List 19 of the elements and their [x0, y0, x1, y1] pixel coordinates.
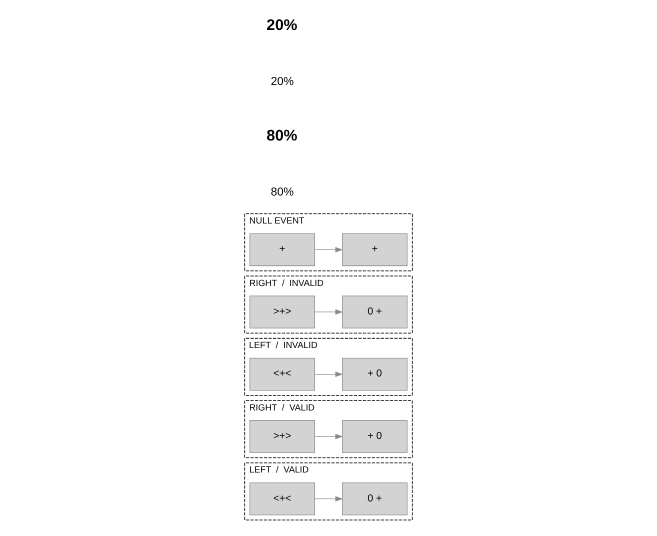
arrow — [314, 247, 344, 252]
arrow — [314, 309, 344, 315]
label: 80% — [270, 186, 294, 198]
node-box: + 0 — [342, 420, 408, 453]
node-box: + — [250, 233, 316, 266]
label: 20% — [266, 17, 298, 34]
arrow — [314, 496, 344, 502]
label: 20% — [270, 76, 294, 88]
node-box: >+> — [250, 296, 316, 328]
node-box: + 0 — [342, 358, 408, 391]
arrow — [314, 434, 344, 440]
label: 80% — [266, 128, 298, 145]
node-box: <+< — [250, 482, 316, 516]
node-box: + — [342, 233, 408, 266]
arrow — [314, 372, 344, 377]
node-box: 0 + — [342, 296, 408, 328]
node-box: 0 + — [342, 482, 408, 516]
node-box: >+> — [250, 420, 316, 453]
node-box: <+< — [250, 358, 316, 391]
